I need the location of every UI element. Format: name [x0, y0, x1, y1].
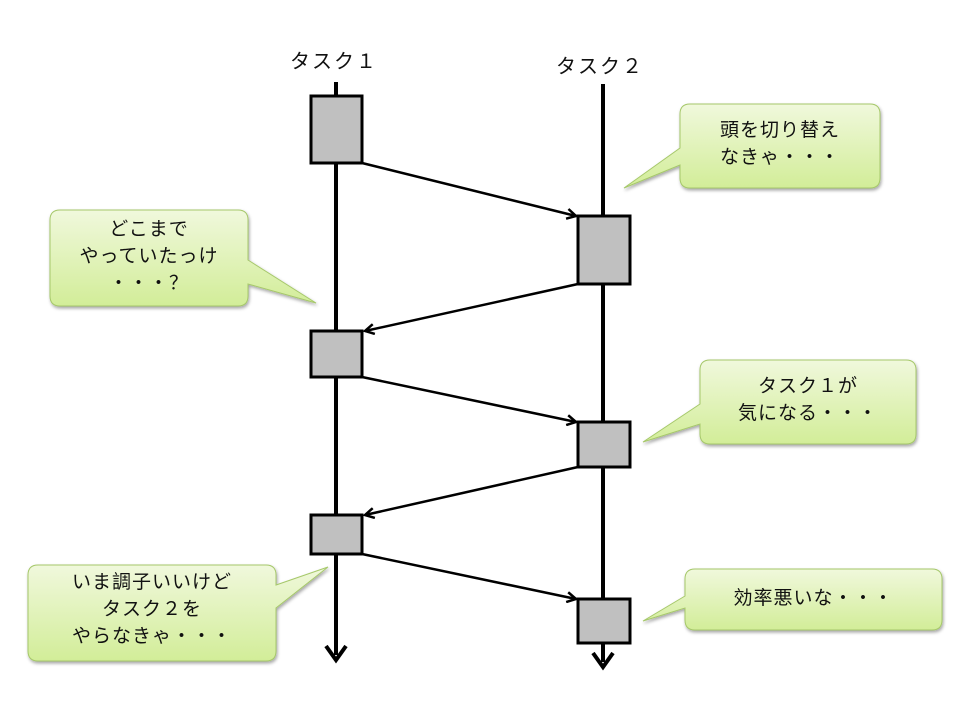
bubble-worried-task1-text: タスク１が 気になる・・・ [737, 375, 878, 424]
task2-block-6 [576, 597, 632, 645]
switch-arrow-1 [361, 161, 576, 216]
task2-lifeline-arrowhead [591, 651, 615, 671]
bubble-inefficient-text: 効率悪いな・・・ [733, 587, 894, 609]
switch-arrow-3 [361, 375, 576, 422]
task1-lifeline-arrowhead [324, 644, 348, 664]
bubble-switch-head-text: 頭を切り替え なきゃ・・・ [719, 119, 840, 168]
switch-arrow-5 [361, 552, 576, 599]
switch-arrow-2 [365, 282, 579, 331]
bubble-worried-task1-shape [642, 359, 917, 445]
bubble-switch-head-shape [623, 103, 881, 189]
bubble-must-do-task2-text: いま調子いいけど タスク２を やらなきゃ・・・ [71, 571, 232, 647]
bubble-inefficient-shape [642, 568, 943, 631]
bubble-must-do-task2-shape [27, 564, 329, 662]
bubble-where-was-i-shape [49, 209, 317, 307]
switch-arrow-4 [365, 465, 579, 515]
task2-block-2 [576, 214, 632, 286]
task1-block-1 [309, 94, 364, 165]
lane-title-task2: タスク２ [556, 54, 644, 78]
bubble-where-was-i-text: どこまで やっていたっけ ・・・？ [79, 218, 219, 294]
task1-block-5 [309, 513, 364, 556]
task1-block-3 [309, 329, 364, 379]
lane-title-task1: タスク１ [290, 49, 378, 73]
task2-block-4 [576, 420, 632, 469]
